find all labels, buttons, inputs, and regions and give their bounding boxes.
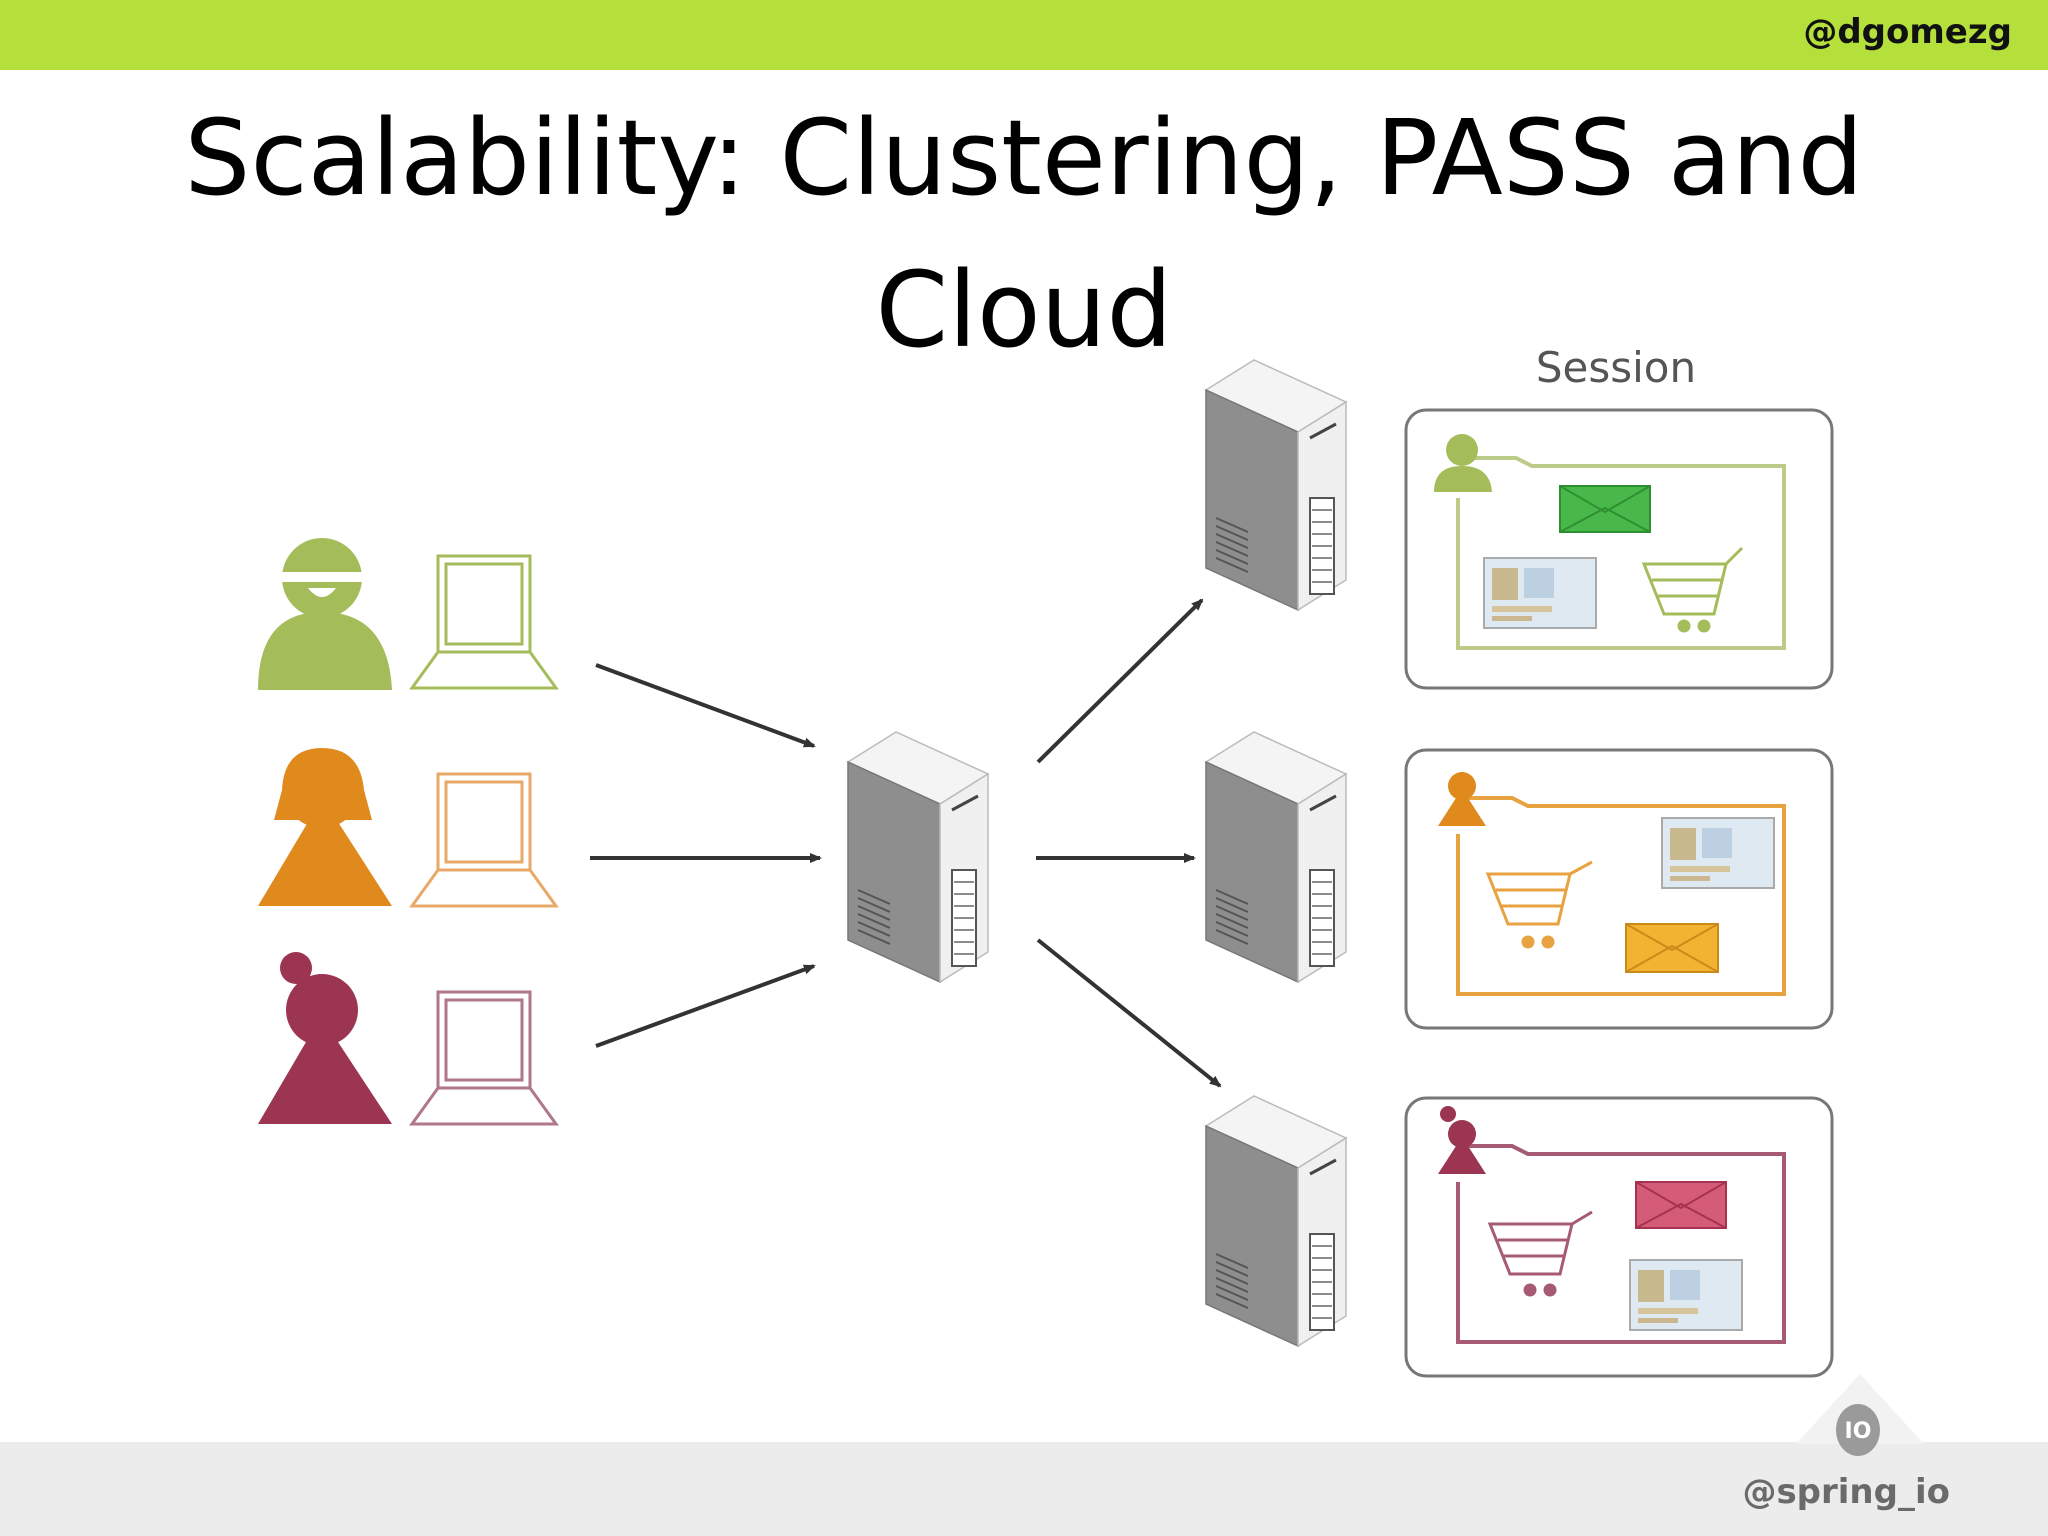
session-3-id-card (1629, 1259, 1743, 1331)
user-1-group (258, 538, 559, 690)
laptop-3-icon (409, 990, 559, 1126)
user-2-group (258, 748, 559, 908)
session-2-cart-icon (1485, 860, 1593, 949)
arrow-balancer-server-1 (1036, 598, 1204, 764)
laptop-2-icon (409, 772, 559, 908)
server-2 (1204, 730, 1348, 984)
arrow-balancer-server-3 (1036, 938, 1222, 1088)
user-3-icon (258, 1042, 392, 1124)
laptop-1-icon (409, 554, 559, 690)
user-3-group (258, 952, 559, 1126)
top-banner: @dgomezg (0, 0, 2048, 70)
arrow-user-3-balancer (595, 964, 816, 1048)
spring-io-logo: IO (1796, 1374, 1924, 1456)
user-3-head (286, 974, 358, 1046)
session-box-3 (1404, 1096, 1834, 1378)
server-1 (1204, 358, 1348, 612)
load-balancer-server (846, 730, 990, 984)
session-box-1 (1404, 408, 1834, 690)
session-3-cart-icon (1487, 1210, 1593, 1297)
user-2-icon (258, 822, 392, 906)
session-1-cart-icon (1641, 546, 1744, 633)
user-1-icon (258, 612, 392, 690)
bottom-banner (0, 1442, 2048, 1536)
session-1-user-icon (1446, 434, 1478, 466)
author-handle: @dgomezg (1803, 12, 2012, 52)
session-1-id-card (1483, 557, 1597, 629)
session-2-id-card (1661, 817, 1775, 889)
session-2-user-icon (1448, 772, 1476, 800)
spring-io-logo-text: IO (1845, 1419, 1872, 1444)
session-3-user-icon (1448, 1120, 1476, 1148)
footer-handle: @spring_io (1742, 1472, 1950, 1512)
server-3 (1204, 1094, 1348, 1348)
title-line-2: Cloud (875, 249, 1173, 371)
session-box-2 (1404, 748, 1834, 1030)
session-label: Session (1536, 343, 1696, 392)
slide-title: Scalability: Clustering, PASS and Cloud (0, 82, 2048, 386)
title-line-1: Scalability: Clustering, PASS and (184, 97, 1864, 219)
arrow-user-1-balancer (595, 663, 816, 748)
